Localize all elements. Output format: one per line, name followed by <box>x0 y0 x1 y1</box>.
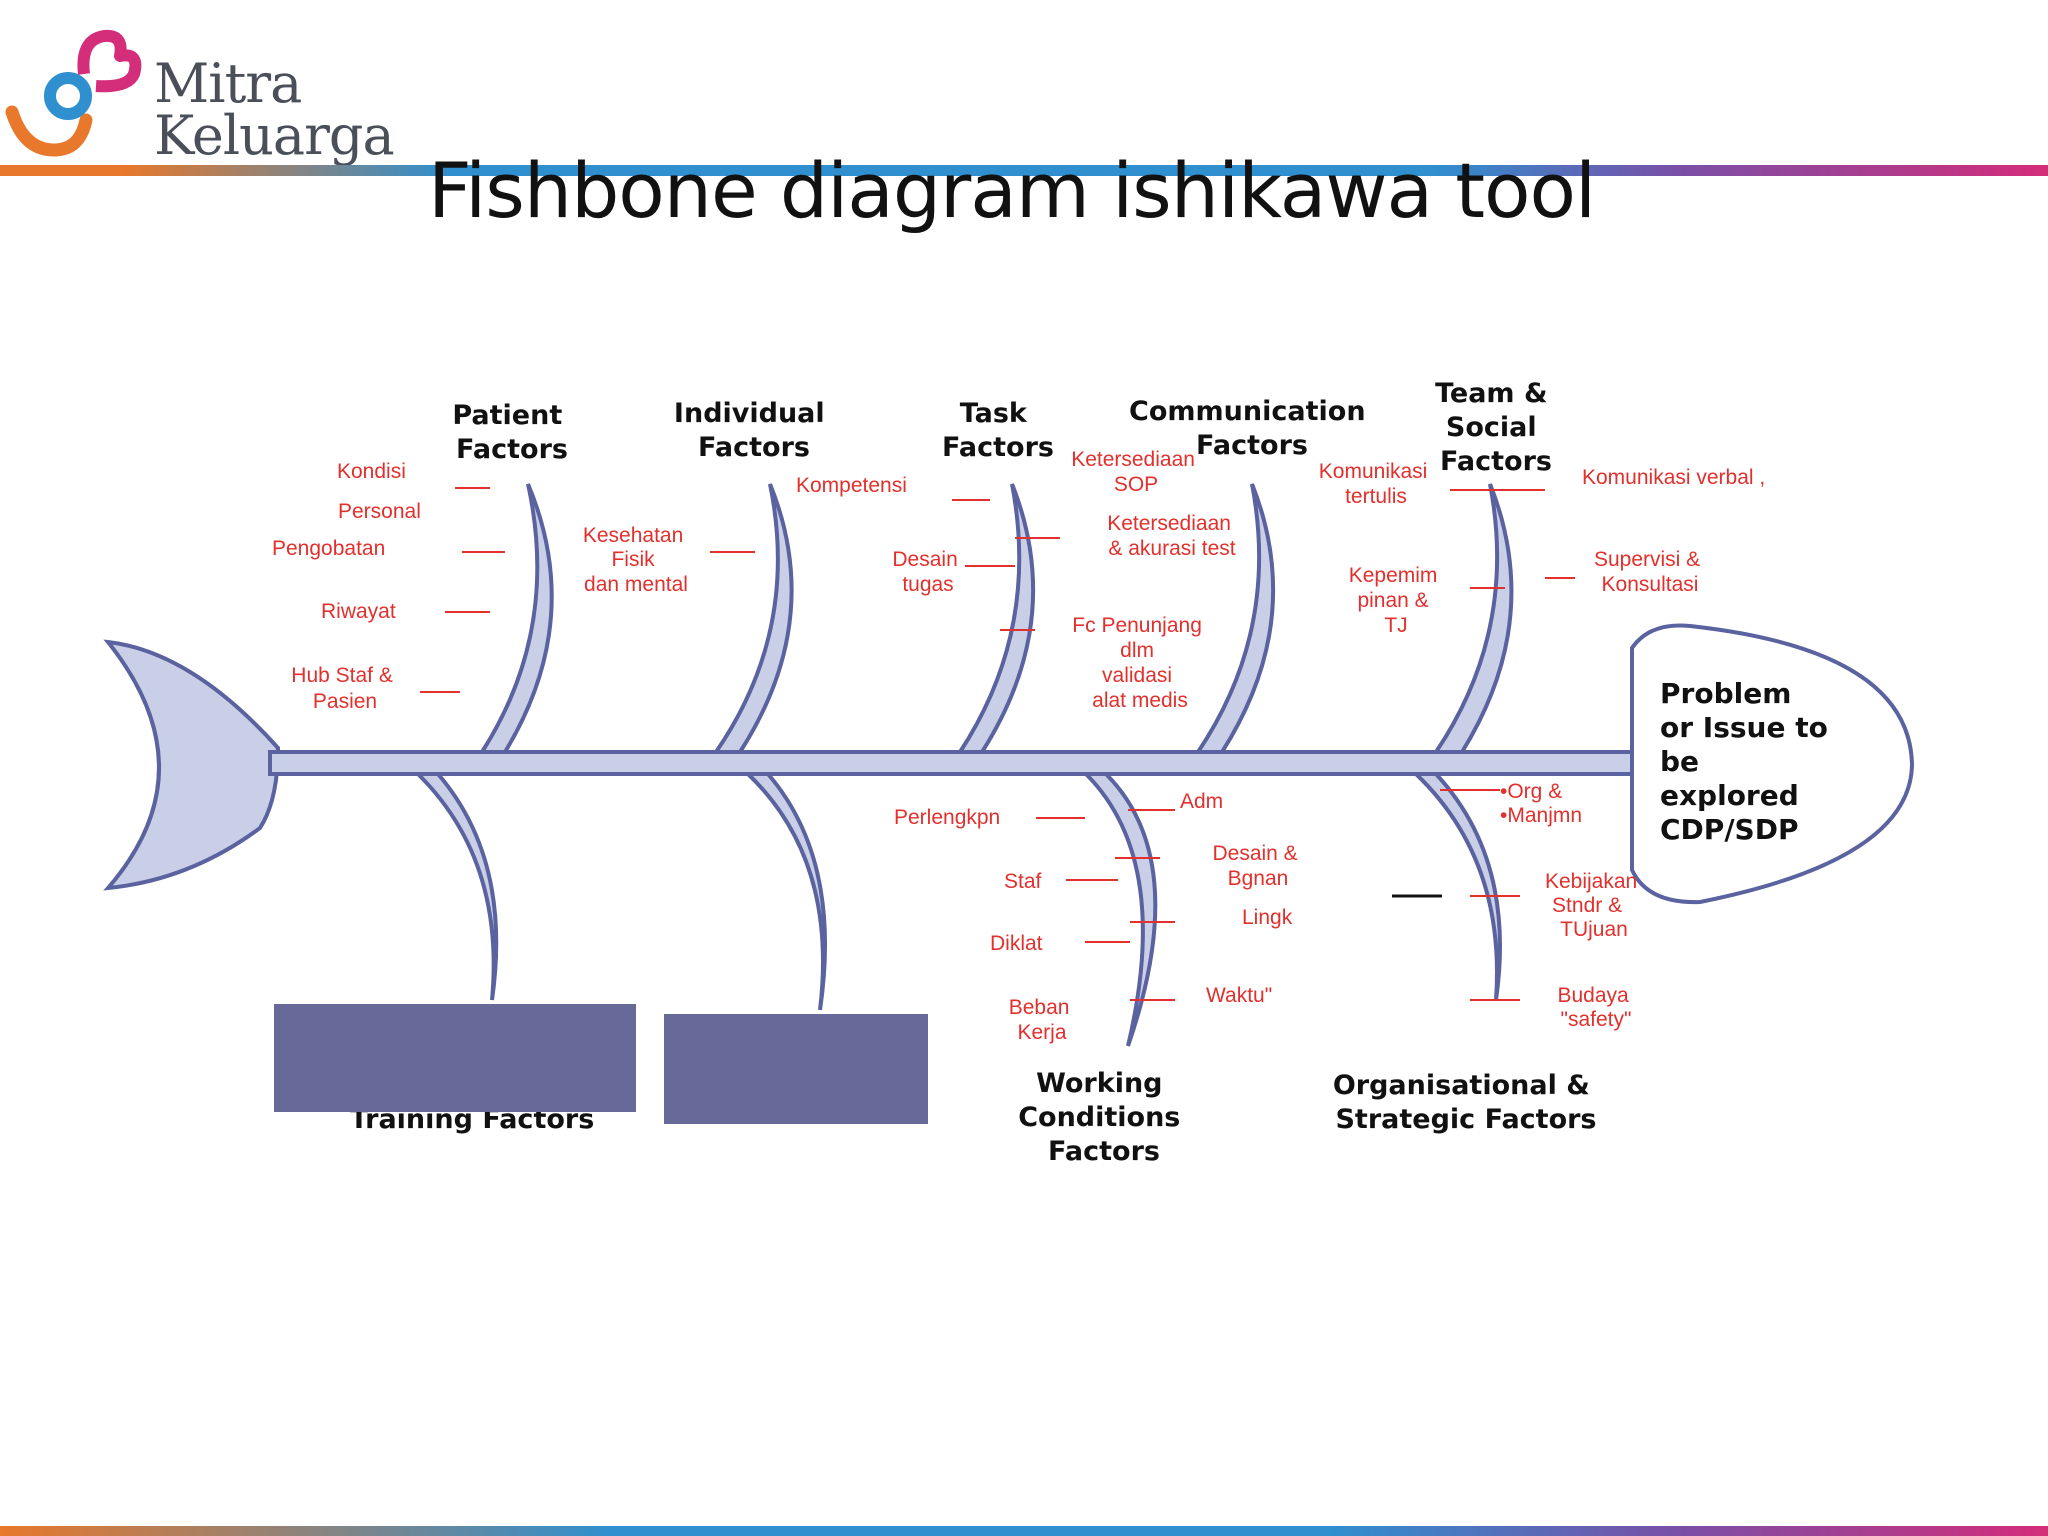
cause-personal: Personal <box>338 500 421 523</box>
top-color-band <box>0 165 2048 176</box>
cause-perlengkapan: Perlengkpn <box>894 806 1000 829</box>
label-task-factors: Task Factors <box>942 398 1054 463</box>
cause-waktu: Waktu" <box>1206 984 1272 1007</box>
bone-communication <box>1194 483 1276 754</box>
fish-tail <box>103 639 281 891</box>
cause-ketersediaan-sop: Ketersediaan SOP <box>1071 448 1201 496</box>
cause-komunikasi-tertulis: Komunikasi tertulis <box>1319 460 1433 508</box>
fish-spine <box>268 750 1637 776</box>
cause-lingk: Lingk <box>1242 906 1293 929</box>
logo-text-line2: Keluarga <box>154 104 395 167</box>
cause-kepemimpinan: Kepemim pinan & TJ <box>1349 564 1444 637</box>
bottom-color-band <box>0 1526 2048 1536</box>
overlay-box-right <box>664 1014 928 1124</box>
cause-fc-penunjang: Fc Penunjang dlm validasi alat medis <box>1072 614 1207 712</box>
cause-staf: Staf <box>1004 870 1042 893</box>
cause-budaya-safety: Budaya "safety" <box>1557 984 1634 1031</box>
logo-mark-icon <box>5 29 142 157</box>
label-individual-factors: Individual Factors <box>674 398 834 463</box>
bone-working <box>1081 772 1158 1047</box>
cause-adm: Adm <box>1180 790 1223 813</box>
bone-training-1 <box>413 772 499 1001</box>
bone-individual <box>712 483 794 754</box>
cause-beban-kerja: Beban Kerja <box>1009 996 1076 1044</box>
bone-training-2 <box>743 772 828 1011</box>
cause-desain-bangunan: Desain & Bgnan <box>1212 842 1303 890</box>
bone-team <box>1432 483 1514 754</box>
cause-ketersediaan-akurasi: Ketersediaan & akurasi test <box>1107 512 1237 560</box>
bone-patient <box>478 483 554 754</box>
cause-kompetensi: Kompetensi <box>796 474 907 497</box>
problem-label: Problem or Issue to be explored CDP/SDP <box>1660 677 1838 846</box>
label-working-conditions-factors: Working Conditions Factors <box>1018 1068 1190 1167</box>
label-communication-factors: Communication Factors <box>1129 396 1375 461</box>
label-organisational-strategic-factors: Organisational & Strategic Factors <box>1333 1070 1599 1135</box>
overlay-box-left <box>274 1004 636 1112</box>
cause-supervisi: Supervisi & Konsultasi <box>1594 548 1706 596</box>
bone-organisational <box>1411 772 1502 1001</box>
cause-kondisi: Kondisi <box>337 460 406 483</box>
cause-kebijakan: Kebijakan Stndr & TUjuan <box>1545 870 1643 941</box>
cause-diklat: Diklat <box>990 932 1043 955</box>
fish-head <box>1630 623 1915 905</box>
label-team-social-factors: Team & Social Factors <box>1435 378 1557 477</box>
mitra-keluarga-logo: Mitra Keluarga <box>0 0 395 176</box>
logo-text-line1: Mitra <box>154 52 302 115</box>
slide-title: Fishbone diagram ishikawa tool <box>428 146 1596 235</box>
cause-komunikasi-verbal: Komunikasi verbal , <box>1582 466 1765 489</box>
cause-riwayat: Riwayat <box>321 600 396 623</box>
cause-pengobatan: Pengobatan <box>272 537 385 560</box>
bone-task <box>956 483 1036 754</box>
cause-kesehatan: Kesehatan Fisik dan mental <box>583 524 689 596</box>
label-patient-factors: Patient Factors <box>452 400 571 465</box>
cause-org-manajemen: •Org & •Manjmn <box>1500 780 1582 827</box>
cause-hub-staf-pasien: Hub Staf & Pasien <box>291 664 398 713</box>
cause-desain-tugas: Desain tugas <box>892 548 963 596</box>
